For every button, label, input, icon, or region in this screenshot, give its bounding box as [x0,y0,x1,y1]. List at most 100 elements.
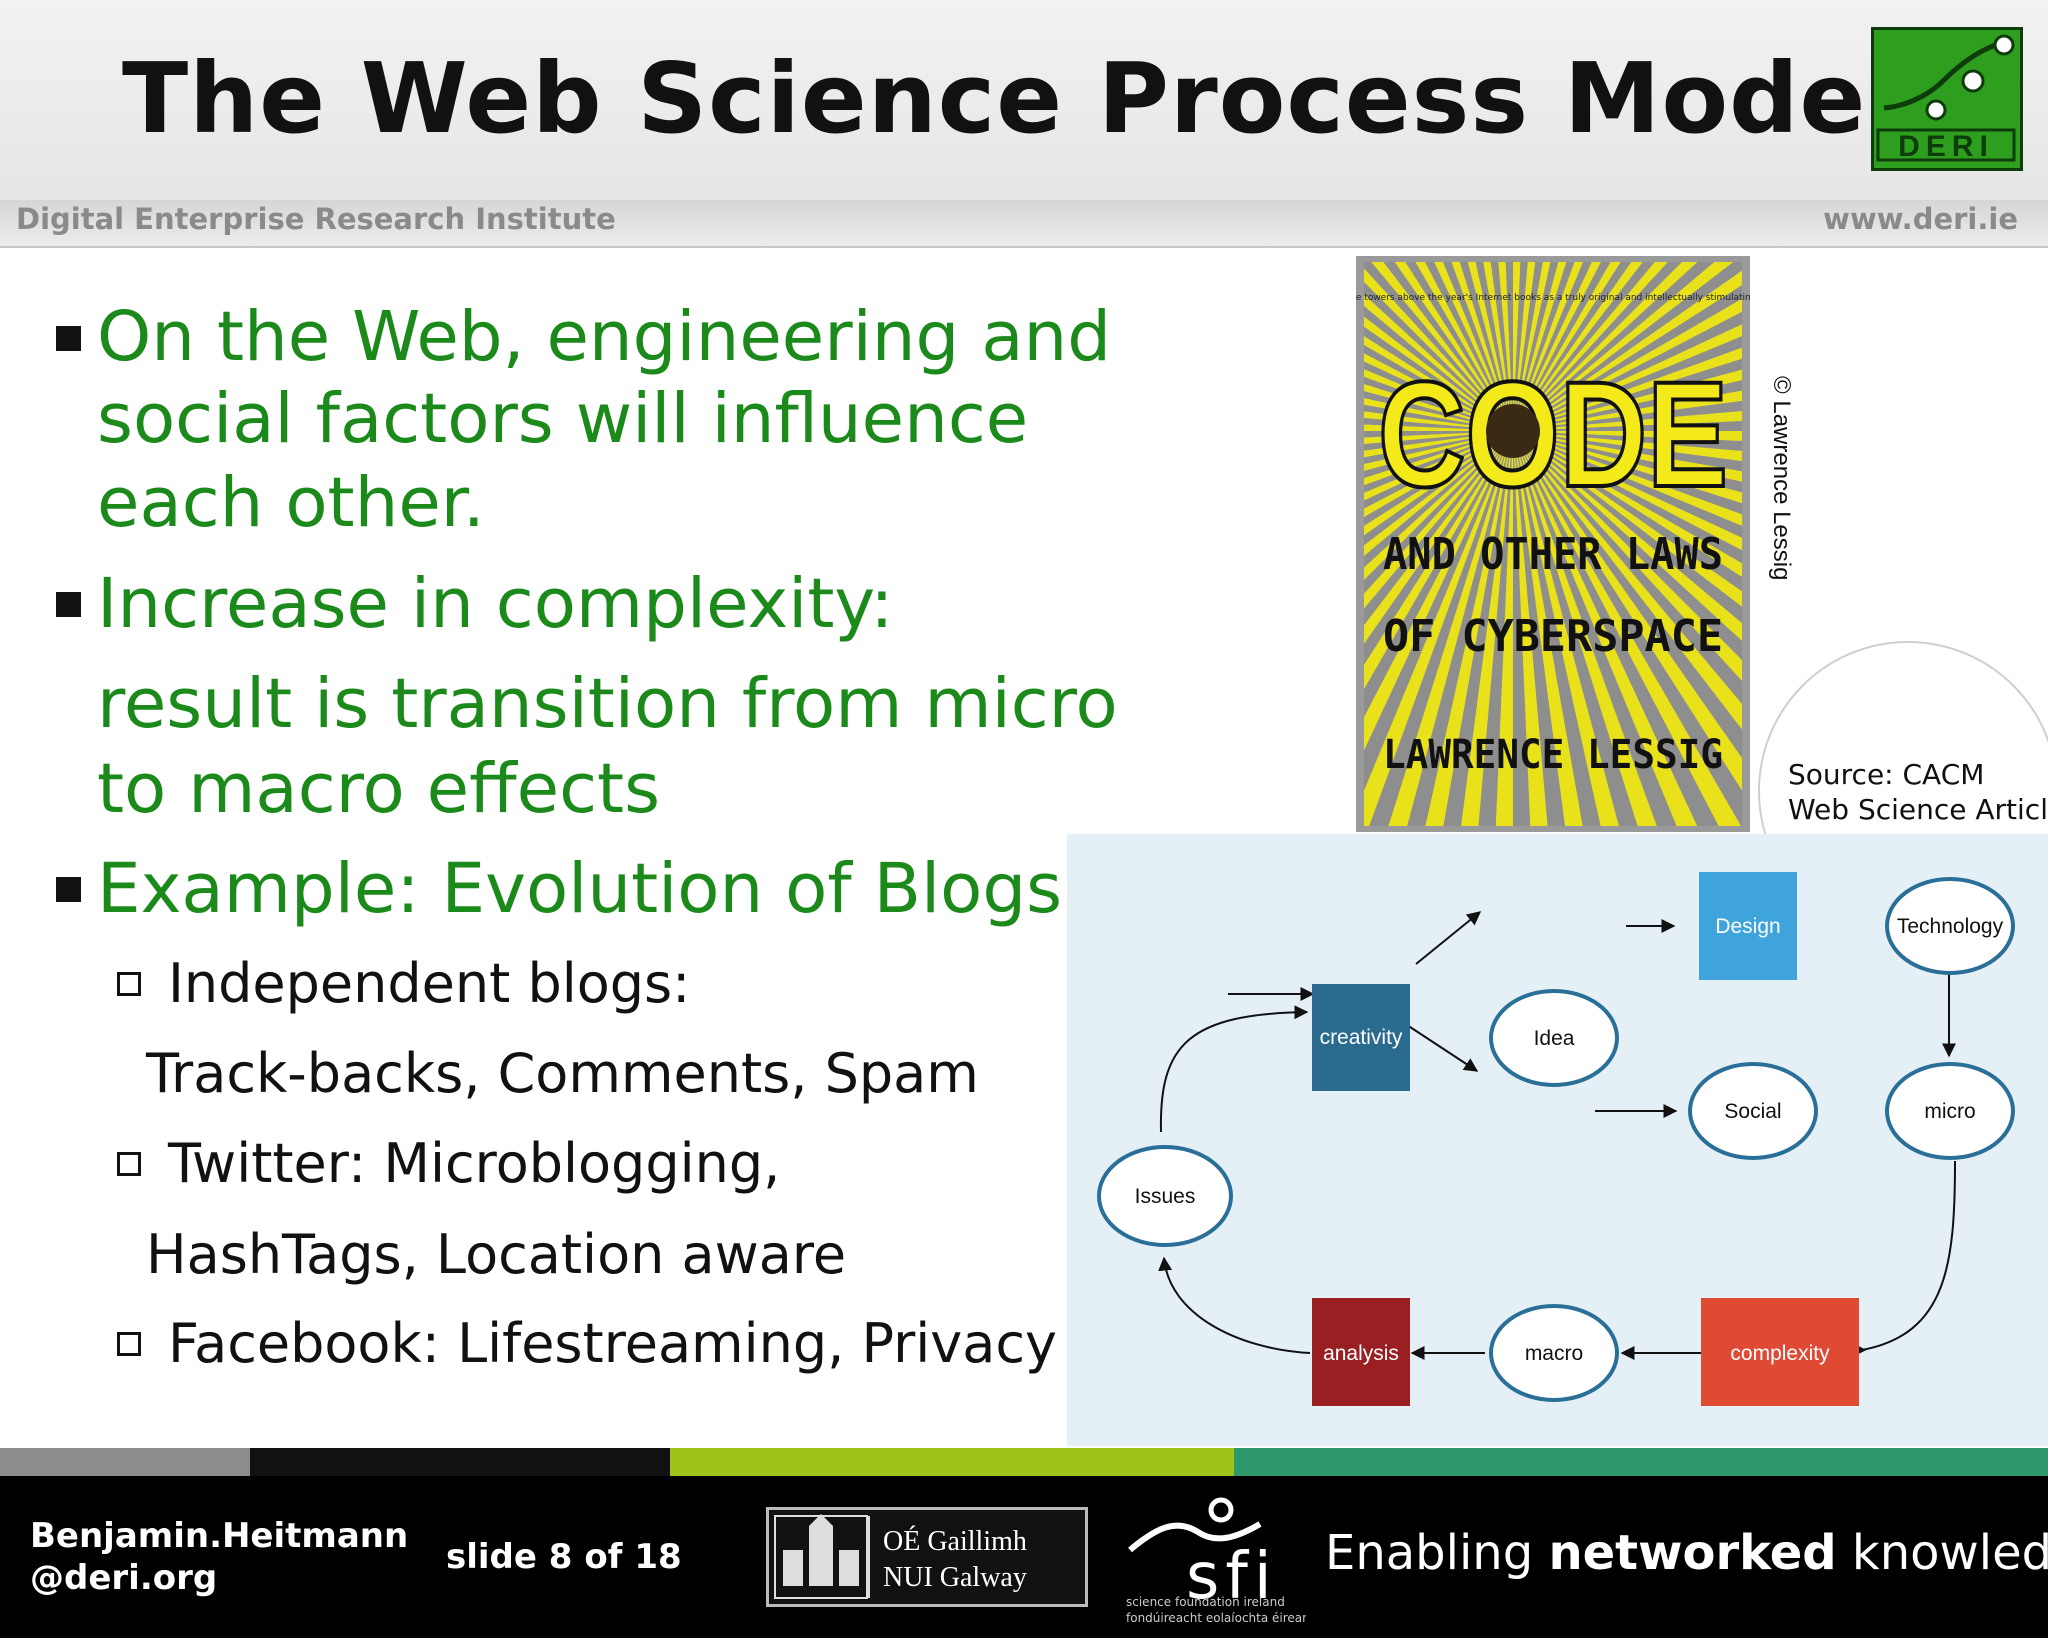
bullet-2-line-2: result is transition from micro [97,664,1118,744]
edge-issues-creativity [1159,1005,1309,1133]
node-box-analysis: analysis [1312,1298,1410,1406]
book-cover-image: "Code towers above the year's Internet b… [1334,256,1878,832]
bullet-square [56,877,81,902]
sunburst-ray [1364,431,1513,609]
tagline: Enabling networked knowledge. [1325,1525,2048,1581]
slide-word: slide [446,1537,537,1577]
sunburst-ray [1364,431,1513,486]
sunburst-ray [1513,431,1742,526]
institute-url: www.deri.ie [1823,202,2018,236]
sub-bullet-box [117,1152,141,1176]
sub-bullet-2-line-2: HashTags, Location aware [146,1223,847,1286]
sunburst-ray [1513,262,1734,431]
bullet-2-line-1: Increase in complexity: [97,564,894,644]
sfi-text: sfi [1186,1540,1278,1614]
sunburst-ray [1513,410,1742,431]
sub-bullet-2-line-1: Twitter: Microblogging, [168,1132,781,1195]
slide-of: of [584,1537,623,1577]
sunburst-ray [1513,262,1643,431]
sfi-logo: sfi science foundation ireland fondúirea… [1126,1488,1317,1628]
sunburst-ray [1513,431,1742,607]
sub-bullet-box [117,1332,141,1356]
node-label-idea: Idea [1534,1027,1575,1050]
author-name: Benjamin.Heitmann [30,1516,409,1556]
node-label-design: Design [1715,915,1780,938]
sunburst-ray [1364,431,1513,458]
sunburst-ray [1513,431,1742,482]
slide-title: The Web Science Process Model [122,42,1901,155]
bullet-1-line-1: On the Web, engineering and [97,297,1112,377]
sub-bullet-1-line-2: Track-backs, Comments, Spam [146,1042,979,1105]
nui-galway-graphic: OÉ Gaillimh NUI Galway [774,1514,1027,1599]
sunburst-ray [1364,369,1513,431]
sunburst-ray [1364,384,1513,431]
sunburst-ray [1425,431,1513,826]
sunburst-ray [1513,431,1742,791]
book-subtitle-2: OF CYBERSPACE [1383,611,1723,662]
book-title-hole [1486,404,1540,458]
bullet-2-line-3: to macro effects [97,749,661,829]
sunburst-ray [1513,270,1742,431]
copyright-notice: © Lawrence Lessig [1760,376,1810,612]
nui-line-1: OÉ Gaillimh [883,1526,1027,1557]
source-line-2: Web Science Article [1788,793,2048,826]
sub-bullet-box [117,972,141,996]
slide-number: 8 [548,1537,573,1577]
nui-galway-logo: OÉ Gaillimh NUI Galway [766,1507,1088,1607]
edge-idea-design [1415,911,1482,965]
node-box-complexity: complexity [1701,1298,1859,1406]
sfi-small-2: fondúireacht eolaíochta éireann [1126,1611,1306,1625]
slide-total: 18 [634,1537,682,1577]
book-author: LAWRENCE LESSIG [1383,732,1723,778]
sunburst-ray [1513,431,1742,730]
node-label-issues: Issues [1135,1185,1196,1208]
source-line-1: Source: CACM [1788,758,1985,791]
sunburst-ray [1364,336,1513,431]
node-ellipse-macro: macro [1489,1304,1619,1402]
deri-logo: DERI [1871,27,2023,171]
bullet-square [56,326,81,351]
sfi-small-1: science foundation ireland [1126,1595,1285,1609]
node-label-macro: macro [1525,1342,1583,1365]
book-title: CODE [1378,350,1728,518]
bullet-3-line-1: Example: Evolution of Blogs [97,849,1063,929]
node-label-analysis: analysis [1323,1342,1399,1365]
sunburst-ray [1364,411,1513,431]
header-bar [0,0,2048,200]
bullet-1-line-3: each other. [97,463,485,543]
bullet-square [56,592,81,617]
slide-counter: slide 8 of 18 [446,1537,682,1577]
tagline-bold: networked [1548,1525,1837,1581]
diagram-edges [1158,911,1956,1360]
node-label-creativity: creativity [1320,1026,1403,1049]
book-blurb: "Code towers above the year's Internet b… [1356,293,1750,303]
node-box-creativity: creativity [1312,984,1410,1091]
node-ellipse-technology: Technology [1885,877,2015,975]
copyright-text: © Lawrence Lessig [1768,376,1795,580]
sunburst-ray [1364,353,1513,431]
deri-logo-graphic: DERI [1876,34,2016,163]
node-box-design: Design [1699,872,1797,980]
sunburst-ray [1513,347,1742,431]
node-label-micro: micro [1924,1100,1975,1123]
sunburst-ray [1513,431,1657,826]
node-ellipse-micro: micro [1885,1062,2015,1160]
sunburst-ray [1513,431,1742,641]
sunburst-ray [1513,431,1742,577]
bullet-1-line-2: social factors will influence [97,379,1029,459]
sub-bullet-3-line-1: Facebook: Lifestreaming, Privacy [168,1312,1057,1375]
node-ellipse-issues: Issues [1097,1145,1233,1247]
tagline-pre: Enabling [1325,1525,1549,1581]
node-label-technology: Technology [1897,915,2004,938]
sunburst-ray [1364,431,1513,751]
tagline-post: knowledge. [1851,1525,2048,1581]
sunburst-ray [1364,431,1513,580]
sunburst-ray [1364,431,1513,826]
nui-line-2: NUI Galway [883,1562,1027,1593]
deri-logo-text: DERI [1898,130,1994,163]
author-domain: @deri.org [30,1558,218,1598]
sub-header-bar [0,200,2048,248]
node-ellipse-social: Social [1688,1062,1818,1160]
edge-analysis-issues [1158,1256,1311,1354]
sunburst-ray [1513,431,1742,504]
